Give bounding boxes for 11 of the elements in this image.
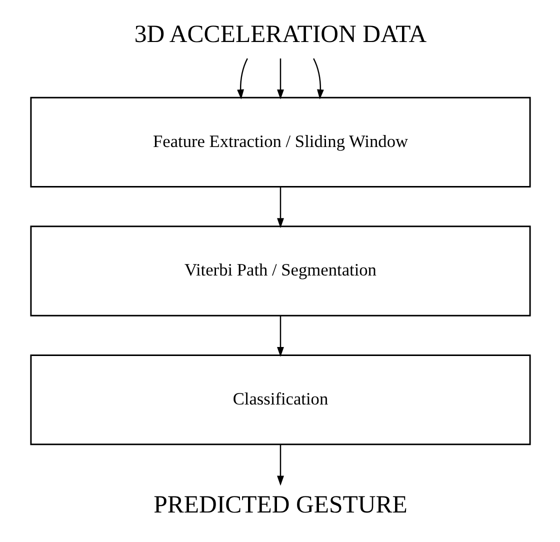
arrow [236,58,248,100]
arrow [276,316,284,357]
node-box: Classification [30,354,530,446]
node-box: Viterbi Path / Segmentation [30,226,530,316]
arrow [312,58,324,100]
arrow [276,58,284,100]
node-text: 3D ACCELERATION DATA [134,20,426,48]
arrow [276,444,284,486]
node-text: PREDICTED GESTURE [153,491,407,518]
arrow [276,186,284,228]
node-box: Feature Extraction / Sliding Window [30,96,530,188]
